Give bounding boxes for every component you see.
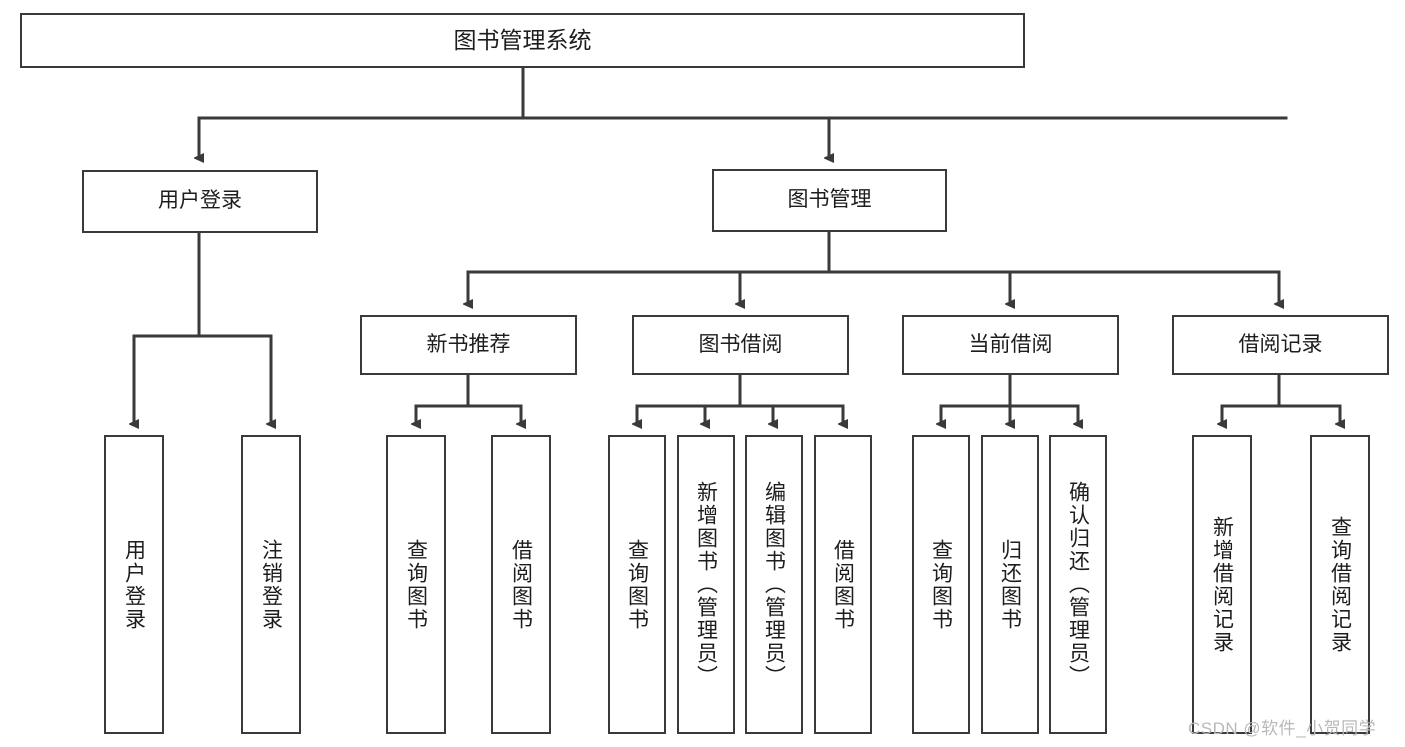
node-borrow-record-label: 借阅记录: [1238, 332, 1323, 356]
csdn-watermark: CSDN @软件_小贺同学: [1188, 719, 1377, 738]
node-leaf-user-login-label: 用户登录: [122, 538, 146, 631]
node-leaf-borrow-book-2[interactable]: 借阅图书: [814, 435, 872, 734]
node-user-login[interactable]: 用户登录: [82, 170, 318, 233]
node-leaf-add-book-label: 新增图书（管理员）: [694, 481, 718, 688]
node-book-manage-label: 图书管理: [787, 188, 872, 212]
node-leaf-user-login[interactable]: 用户登录: [104, 435, 164, 734]
node-leaf-confirm-return-label: 确认归还（管理员）: [1066, 481, 1090, 688]
node-book-borrow-label: 图书借阅: [698, 332, 783, 356]
node-leaf-return-book[interactable]: 归还图书: [981, 435, 1039, 734]
node-leaf-borrow-book-2-label: 借阅图书: [831, 538, 855, 631]
node-new-book-recommend-label: 新书推荐: [426, 332, 511, 356]
node-new-book-recommend[interactable]: 新书推荐: [360, 315, 577, 375]
node-leaf-borrow-book-1-label: 借阅图书: [509, 538, 533, 631]
node-leaf-edit-book-label: 编辑图书（管理员）: [762, 481, 786, 688]
node-leaf-borrow-book-1[interactable]: 借阅图书: [491, 435, 551, 734]
node-current-borrow[interactable]: 当前借阅: [902, 315, 1119, 375]
node-leaf-query-book-1-label: 查询图书: [404, 538, 428, 631]
node-current-borrow-label: 当前借阅: [968, 332, 1053, 356]
node-leaf-query-book-3-label: 查询图书: [929, 538, 953, 631]
node-user-login-label: 用户登录: [158, 189, 242, 213]
node-leaf-add-book[interactable]: 新增图书（管理员）: [677, 435, 735, 734]
node-leaf-confirm-return[interactable]: 确认归还（管理员）: [1049, 435, 1107, 734]
node-leaf-add-record[interactable]: 新增借阅记录: [1192, 435, 1252, 734]
node-leaf-query-book-2[interactable]: 查询图书: [608, 435, 666, 734]
node-leaf-query-record[interactable]: 查询借阅记录: [1310, 435, 1370, 734]
node-root[interactable]: 图书管理系统: [20, 13, 1025, 68]
node-leaf-edit-book[interactable]: 编辑图书（管理员）: [745, 435, 803, 734]
node-leaf-return-book-label: 归还图书: [998, 538, 1022, 631]
node-borrow-record[interactable]: 借阅记录: [1172, 315, 1389, 375]
node-root-label: 图书管理系统: [453, 26, 592, 53]
node-leaf-logout-label: 注销登录: [259, 538, 283, 631]
node-leaf-query-book-2-label: 查询图书: [625, 538, 649, 631]
node-leaf-query-book-1[interactable]: 查询图书: [386, 435, 446, 734]
node-book-borrow[interactable]: 图书借阅: [632, 315, 849, 375]
node-leaf-query-record-label: 查询借阅记录: [1328, 515, 1352, 654]
node-leaf-logout[interactable]: 注销登录: [241, 435, 301, 734]
node-leaf-query-book-3[interactable]: 查询图书: [912, 435, 970, 734]
node-leaf-add-record-label: 新增借阅记录: [1210, 515, 1234, 654]
node-book-manage[interactable]: 图书管理: [712, 169, 947, 232]
